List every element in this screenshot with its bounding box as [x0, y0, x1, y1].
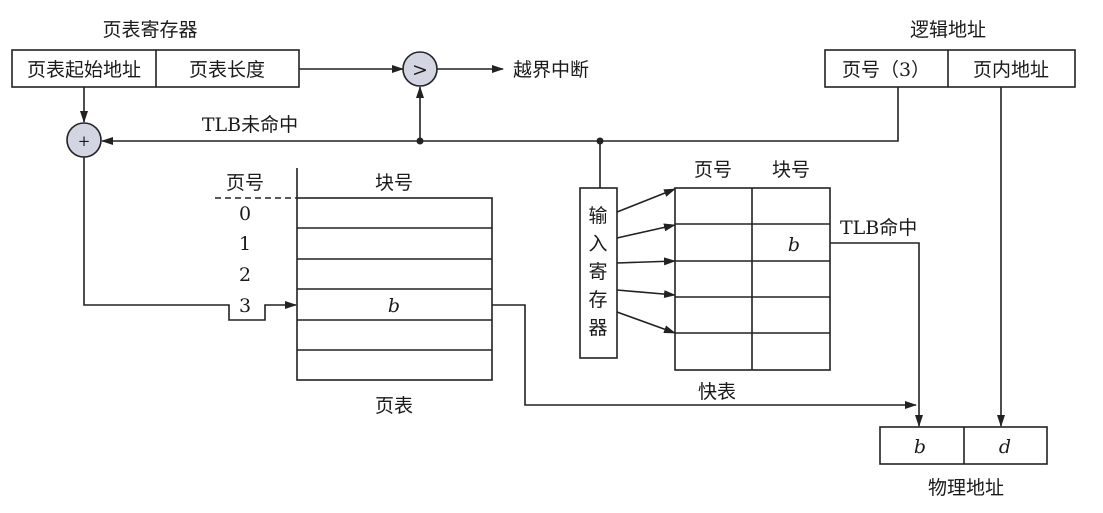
page-row-label-0: 0: [239, 203, 251, 225]
logical-address-box: [824, 49, 1076, 88]
page-table-entry-b: b: [388, 295, 400, 317]
tlb-col-page: 页号: [694, 159, 732, 181]
input-register: [579, 187, 618, 359]
page-row-label-2: 2: [239, 264, 251, 286]
tlb-entry-b: b: [788, 234, 800, 256]
tlb-miss-label: TLB未命中: [202, 114, 298, 136]
page-table-col-block: 块号: [375, 172, 413, 194]
page-table-col-page: 页号: [226, 172, 264, 194]
physical-address-caption: 物理地址: [928, 477, 1004, 499]
physical-block: b: [914, 436, 926, 458]
page-table-start-address: 页表起始地址: [27, 59, 141, 81]
tlb-hit-label: TLB命中: [840, 217, 917, 239]
page-table-register-title: 页表寄存器: [102, 19, 197, 41]
tlb-caption: 快表: [698, 381, 736, 403]
tlb-col-block: 块号: [772, 159, 810, 181]
input-register-char: 入: [588, 233, 607, 255]
page-table-length: 页表长度: [189, 59, 265, 81]
logical-page-number: 页号（3）: [842, 59, 930, 81]
comparator-symbol: >: [412, 59, 428, 81]
adder-symbol: +: [78, 132, 91, 150]
input-register-char: 寄: [588, 261, 607, 283]
out-of-bounds-interrupt: 越界中断: [513, 59, 589, 81]
page-row-label-3: 3: [239, 295, 251, 317]
logical-address-title: 逻辑地址: [910, 19, 986, 41]
input-register-char: 器: [588, 317, 607, 339]
logical-offset: 页内地址: [973, 59, 1049, 81]
input-register-char: 存: [588, 289, 607, 311]
input-register-char: 输: [588, 205, 607, 227]
page-row-label-1: 1: [239, 233, 251, 255]
page-table-caption: 页表: [375, 395, 413, 417]
physical-offset: d: [999, 436, 1011, 458]
